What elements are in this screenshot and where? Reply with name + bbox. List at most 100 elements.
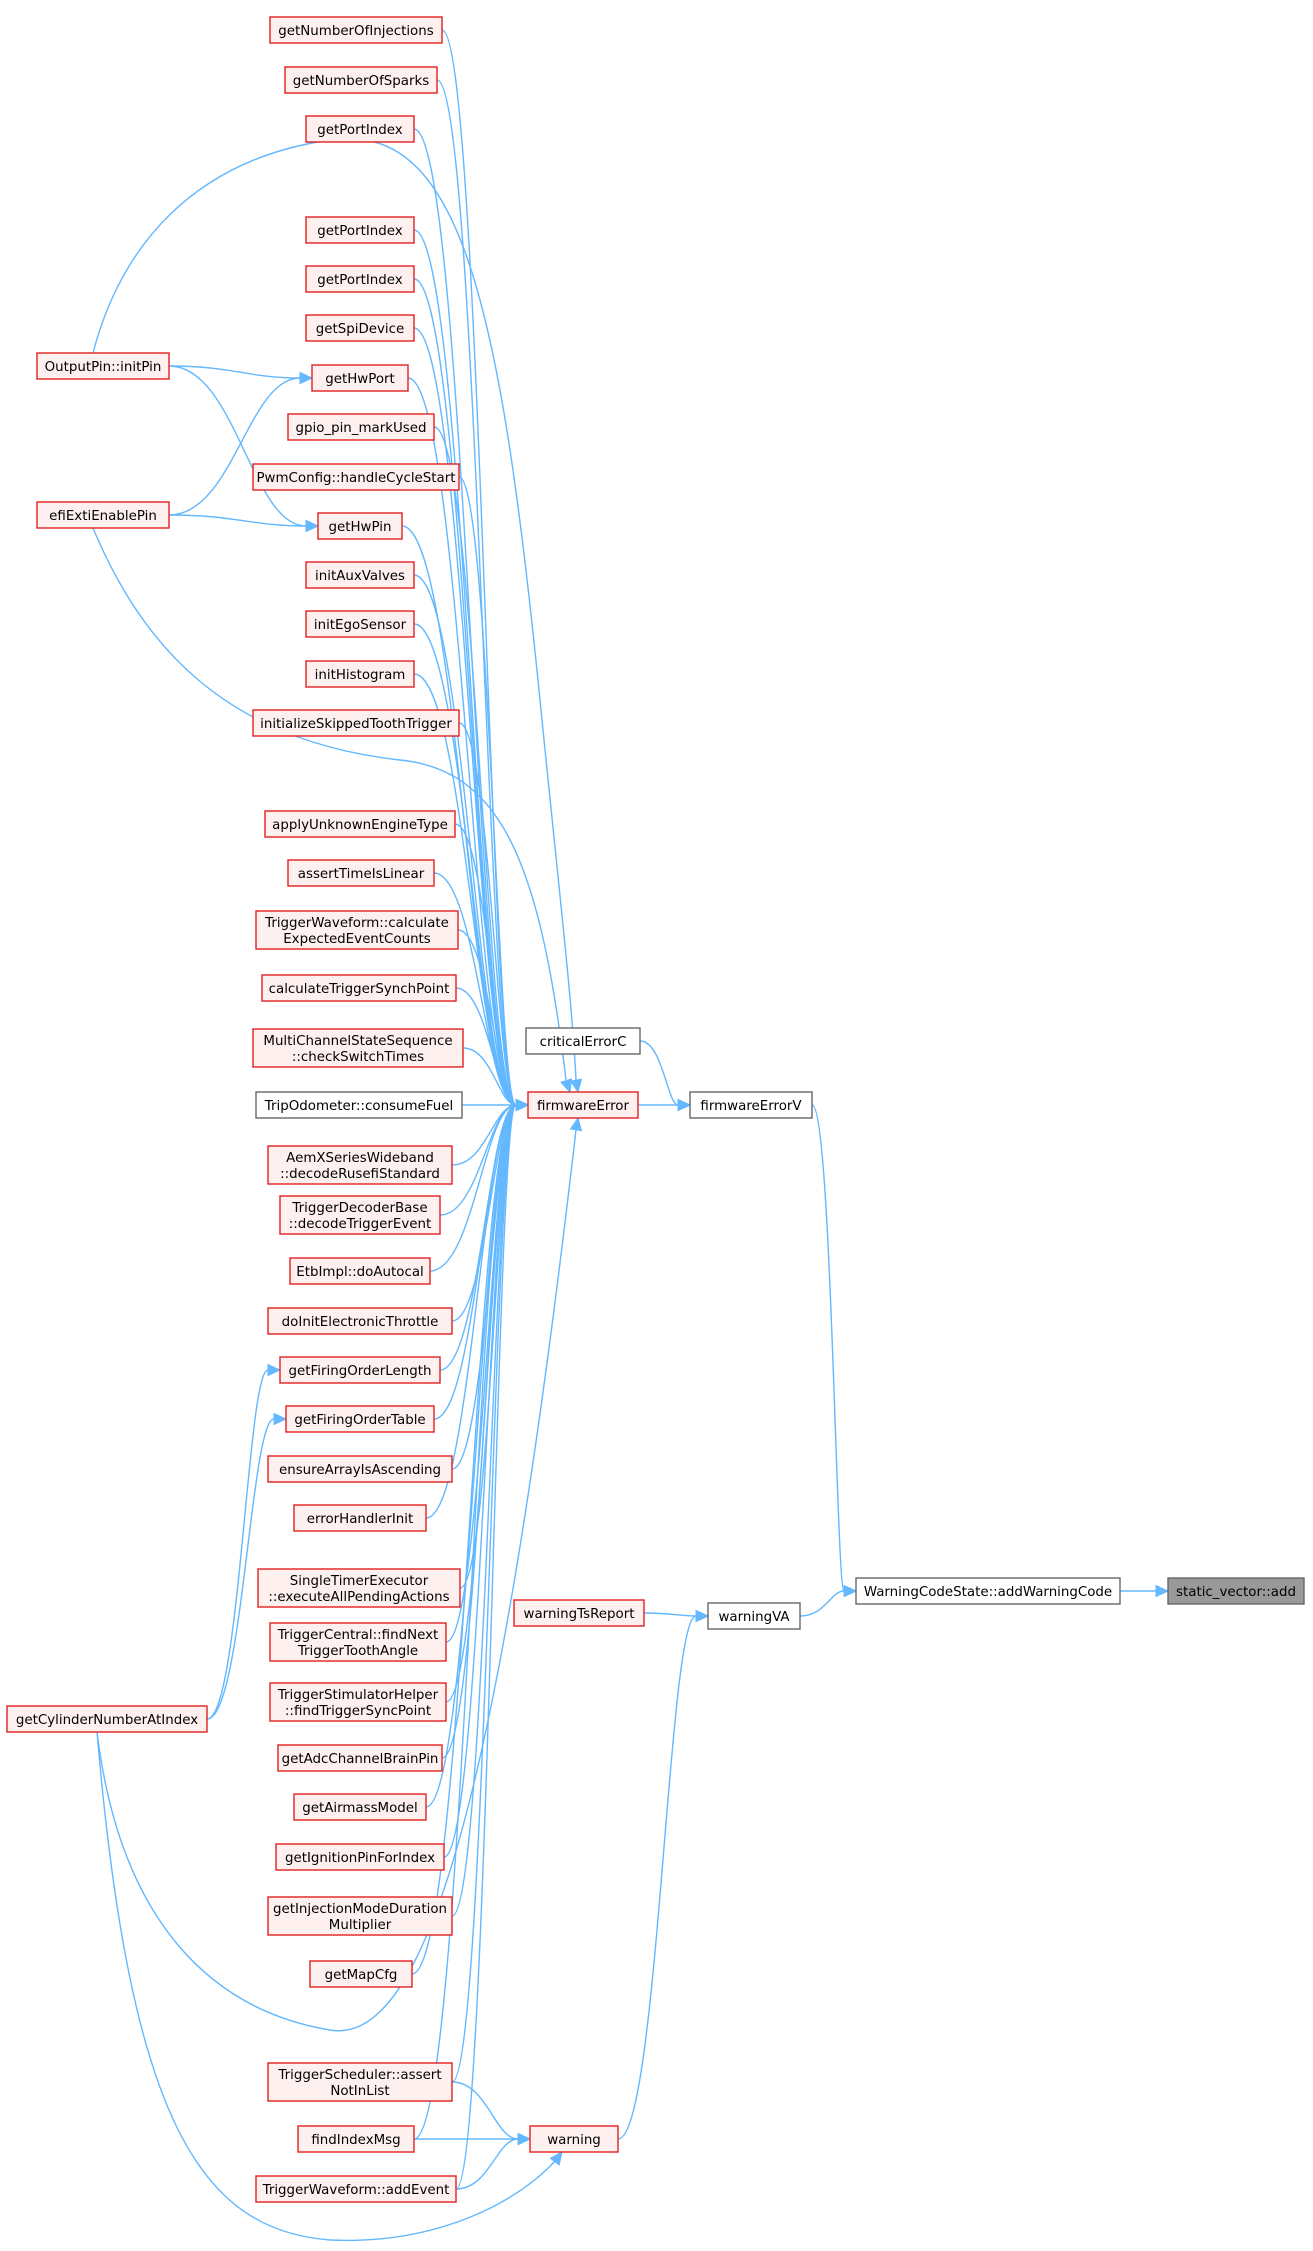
graph-node[interactable]: EtbImpl::doAutocal [289,1257,431,1285]
edge-arrowhead [560,1078,573,1094]
graph-node[interactable]: criticalErrorC [525,1027,641,1055]
graph-node[interactable]: findIndexMsg [297,2125,415,2153]
graph-node[interactable]: warningTsReport [513,1599,645,1627]
graph-node[interactable]: getPortIndex [305,265,415,293]
graph-node[interactable]: getAdcChannelBrainPin [277,1744,443,1772]
graph-node[interactable]: getMapCfg [309,1960,413,1988]
node-label: getSpiDevice [316,322,405,337]
node-box [269,1622,447,1662]
graph-node[interactable]: TriggerDecoderBase::decodeTriggerEvent [279,1195,441,1235]
graph-node[interactable]: SingleTimerExecutor::executeAllPendingAc… [257,1568,461,1608]
graph-edge [1120,1584,1170,1598]
graph-node[interactable]: getAirmassModel [293,1793,427,1821]
node-label: getAirmassModel [302,1801,418,1816]
node-label: applyUnknownEngineType [272,818,448,833]
graph-node[interactable]: warningVA [707,1602,801,1630]
edge-arrowhead [549,2151,563,2166]
node-label: assertTimeIsLinear [298,867,425,882]
node-label: findIndexMsg [311,2133,400,2148]
graph-node[interactable]: gpio_pin_markUsed [287,413,435,441]
graph-edge [811,1104,858,1598]
node-label: ExpectedEventCounts [283,932,431,947]
node-label: initHistogram [315,668,406,683]
graph-edge [413,2132,532,2146]
graph-node[interactable]: assertTimeIsLinear [287,859,435,887]
graph-edge [168,365,314,385]
graph-node[interactable]: getSpiDevice [305,314,415,342]
node-box [6,1705,208,1733]
graph-edge [455,2132,532,2190]
node-label: getFiringOrderLength [289,1364,432,1379]
node-label: getHwPort [325,372,395,387]
graph-node[interactable]: getHwPort [311,364,409,392]
graph-node[interactable]: ensureArrayIsAscending [267,1455,453,1483]
node-box [305,216,415,244]
node-label: MultiChannelStateSequence [263,1034,452,1049]
graph-node[interactable]: errorHandlerInit [293,1504,427,1532]
graph-node[interactable]: getFiringOrderLength [279,1356,441,1384]
graph-node[interactable]: TriggerCentral::findNextTriggerToothAngl… [269,1622,447,1662]
graph-node[interactable]: TriggerWaveform::calculateExpectedEventC… [255,910,459,950]
graph-node[interactable]: TriggerWaveform::addEvent [255,2175,457,2203]
graph-node[interactable]: MultiChannelStateSequence::checkSwitchTi… [252,1028,464,1068]
node-box [287,413,435,441]
graph-edge [451,1098,530,1917]
graph-node[interactable]: getPortIndex [305,216,415,244]
graph-node[interactable]: firmwareErrorV [689,1091,813,1119]
node-box [1167,1577,1305,1605]
graph-node[interactable]: getHwPin [317,512,403,540]
graph-node[interactable]: getPortIndex [305,115,415,143]
node-label: calculateTriggerSynchPoint [269,982,450,997]
graph-node[interactable]: calculateTriggerSynchPoint [261,974,457,1002]
graph-node[interactable]: getFiringOrderTable [285,1405,435,1433]
node-label: getHwPin [329,520,392,535]
graph-node[interactable]: static_vector::add [1167,1577,1305,1605]
graph-edge [206,1363,282,1720]
edge-line [643,1612,697,1617]
node-label: AemXSeriesWideband [286,1151,434,1166]
edge-line [451,1104,517,1917]
graph-node[interactable]: doInitElectronicThrottle [267,1307,453,1335]
node-label: SingleTimerExecutor [290,1574,429,1589]
graph-node[interactable]: getCylinderNumberAtIndex [6,1705,208,1733]
graph-node[interactable]: OutputPin::initPin [36,352,170,380]
edge-line [413,327,517,1106]
graph-node[interactable]: initHistogram [305,660,415,688]
node-label: TriggerToothAngle [297,1644,418,1659]
node-box [305,115,415,143]
graph-node[interactable]: initEgoSensor [305,610,415,638]
node-box [269,16,443,44]
node-box [252,463,460,491]
graph-node[interactable]: getNumberOfSparks [284,66,438,94]
graph-node[interactable]: WarningCodeState::addWarningCode [855,1577,1121,1605]
graph-node[interactable]: TripOdometer::consumeFuel [255,1091,463,1119]
graph-node[interactable]: applyUnknownEngineType [264,810,456,838]
graph-node[interactable]: PwmConfig::handleCycleStart [252,463,460,491]
graph-node[interactable]: firmwareError [527,1091,639,1119]
graph-node[interactable]: initializeSkippedToothTrigger [252,709,460,737]
node-label: getPortIndex [317,273,402,288]
graph-edge [799,1584,858,1617]
node-label: TriggerCentral::findNext [277,1628,439,1643]
node-box [707,1602,801,1630]
node-label: TriggerWaveform::calculate [264,916,449,931]
edge-arrowhead [515,1098,530,1112]
graph-node[interactable]: getIgnitionPinForIndex [275,1843,445,1871]
graph-node[interactable]: AemXSeriesWideband::decodeRusefiStandard [267,1145,453,1185]
graph-node[interactable]: efiExtiEnablePin [36,501,170,529]
node-label: static_vector::add [1176,1585,1296,1600]
node-box [261,974,457,1002]
node-label: getNumberOfInjections [278,24,433,39]
node-label: getPortIndex [317,224,402,239]
edge-line [168,377,301,516]
graph-node[interactable]: TriggerStimulatorHelper::findTriggerSync… [269,1682,447,1722]
graph-node[interactable]: getNumberOfInjections [269,16,443,44]
edge-line [96,1129,577,2032]
edge-line [168,514,307,527]
node-box [293,1504,427,1532]
graph-node[interactable]: initAuxValves [305,561,415,589]
graph-node[interactable]: warning [529,2125,619,2153]
